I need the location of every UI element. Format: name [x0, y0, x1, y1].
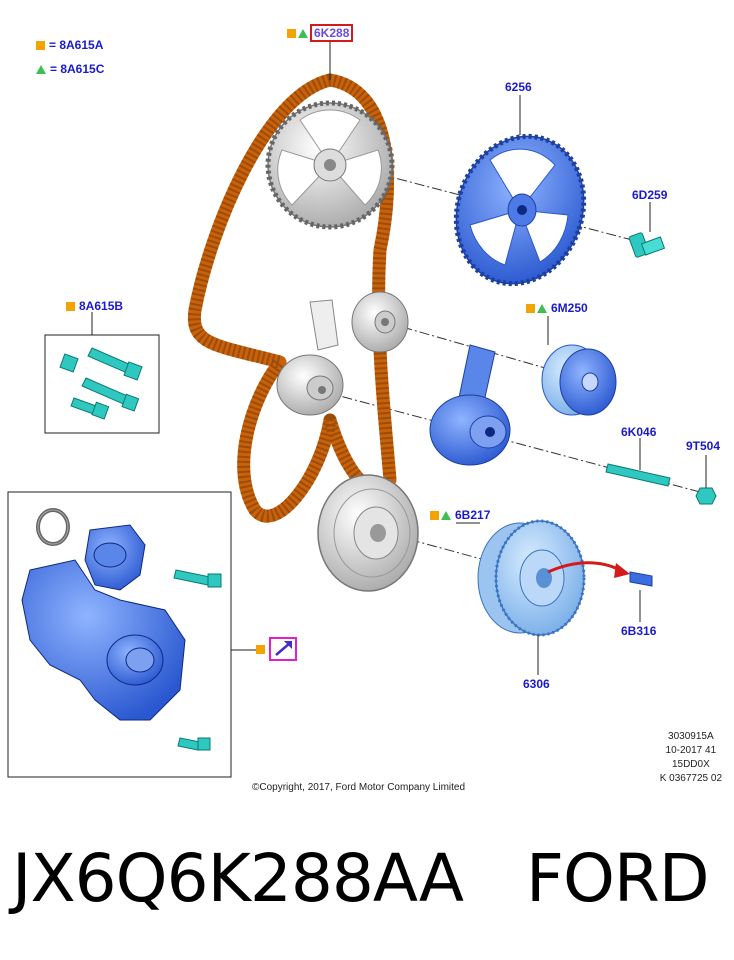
idler-6m250 — [541, 344, 617, 416]
tensioner-on-belt — [276, 299, 344, 416]
nut-9t504 — [695, 487, 717, 505]
triangle-icon — [441, 510, 451, 520]
legend-row-a: = 8A615A — [36, 38, 103, 52]
reference-line: K 0367725 02 — [659, 773, 722, 784]
label-key: 6B316 — [621, 624, 657, 638]
tensioner-6b217 — [429, 344, 511, 466]
timing-belt — [187, 73, 397, 523]
label-leaders — [91, 40, 707, 675]
label-tensioner: 6B217 — [455, 508, 491, 522]
part-number-caption: JX6Q6K288AA — [12, 840, 464, 917]
label-bolt-kit-group: 8A615B — [66, 299, 123, 313]
label-stud: 6K046 — [621, 425, 657, 439]
reference-code: 3030915A 10-2017 41 15DD0X K 0367725 02 — [660, 730, 722, 786]
label-belt-group: 6K288 — [287, 24, 354, 42]
label-belt: 6K288 — [310, 24, 354, 42]
bolt-kit-box — [44, 334, 160, 434]
stud-6k046 — [605, 463, 671, 487]
square-icon — [66, 301, 75, 311]
cam-sprocket-6256 — [453, 133, 587, 287]
legend-text-a: = 8A615A — [49, 38, 104, 52]
label-tensioner-group: 6B217 — [430, 508, 490, 522]
legend-row-c: = 8A615C — [36, 62, 104, 76]
label-cam-bolt: 6D259 — [632, 188, 668, 202]
reference-line: 10-2017 41 — [665, 745, 717, 756]
pump-pointer — [231, 637, 297, 661]
label-idler: 6M250 — [551, 301, 588, 315]
triangle-icon — [537, 303, 547, 313]
reference-line: 15DD0X — [671, 759, 710, 770]
label-bolt-kit: 8A615B — [79, 299, 124, 313]
triangle-icon — [298, 28, 308, 38]
crank-pulley-on-belt — [317, 474, 419, 592]
triangle-icon — [36, 64, 46, 74]
square-icon — [526, 303, 535, 313]
copyright-text: ©Copyright, 2017, Ford Motor Company Lim… — [252, 782, 466, 793]
idler-on-belt — [351, 291, 409, 353]
square-icon — [287, 28, 296, 38]
square-icon — [36, 40, 45, 50]
label-nut: 9T504 — [686, 439, 721, 453]
label-cam-sprocket: 6256 — [505, 80, 532, 94]
reference-line: 3030915A — [668, 731, 714, 742]
crank-pulley-6306 — [477, 519, 586, 637]
label-crank-pulley: 6306 — [523, 677, 550, 691]
water-pump-box — [7, 491, 232, 778]
square-icon — [430, 510, 439, 520]
key-6b316 — [629, 571, 653, 587]
brand-caption: FORD — [526, 840, 710, 917]
red-arrow — [547, 561, 630, 578]
cam-sprocket-on-belt — [265, 100, 395, 230]
cam-bolt-6d259 — [628, 232, 666, 258]
legend-text-c: = 8A615C — [50, 62, 105, 76]
label-idler-group: 6M250 — [526, 301, 588, 315]
